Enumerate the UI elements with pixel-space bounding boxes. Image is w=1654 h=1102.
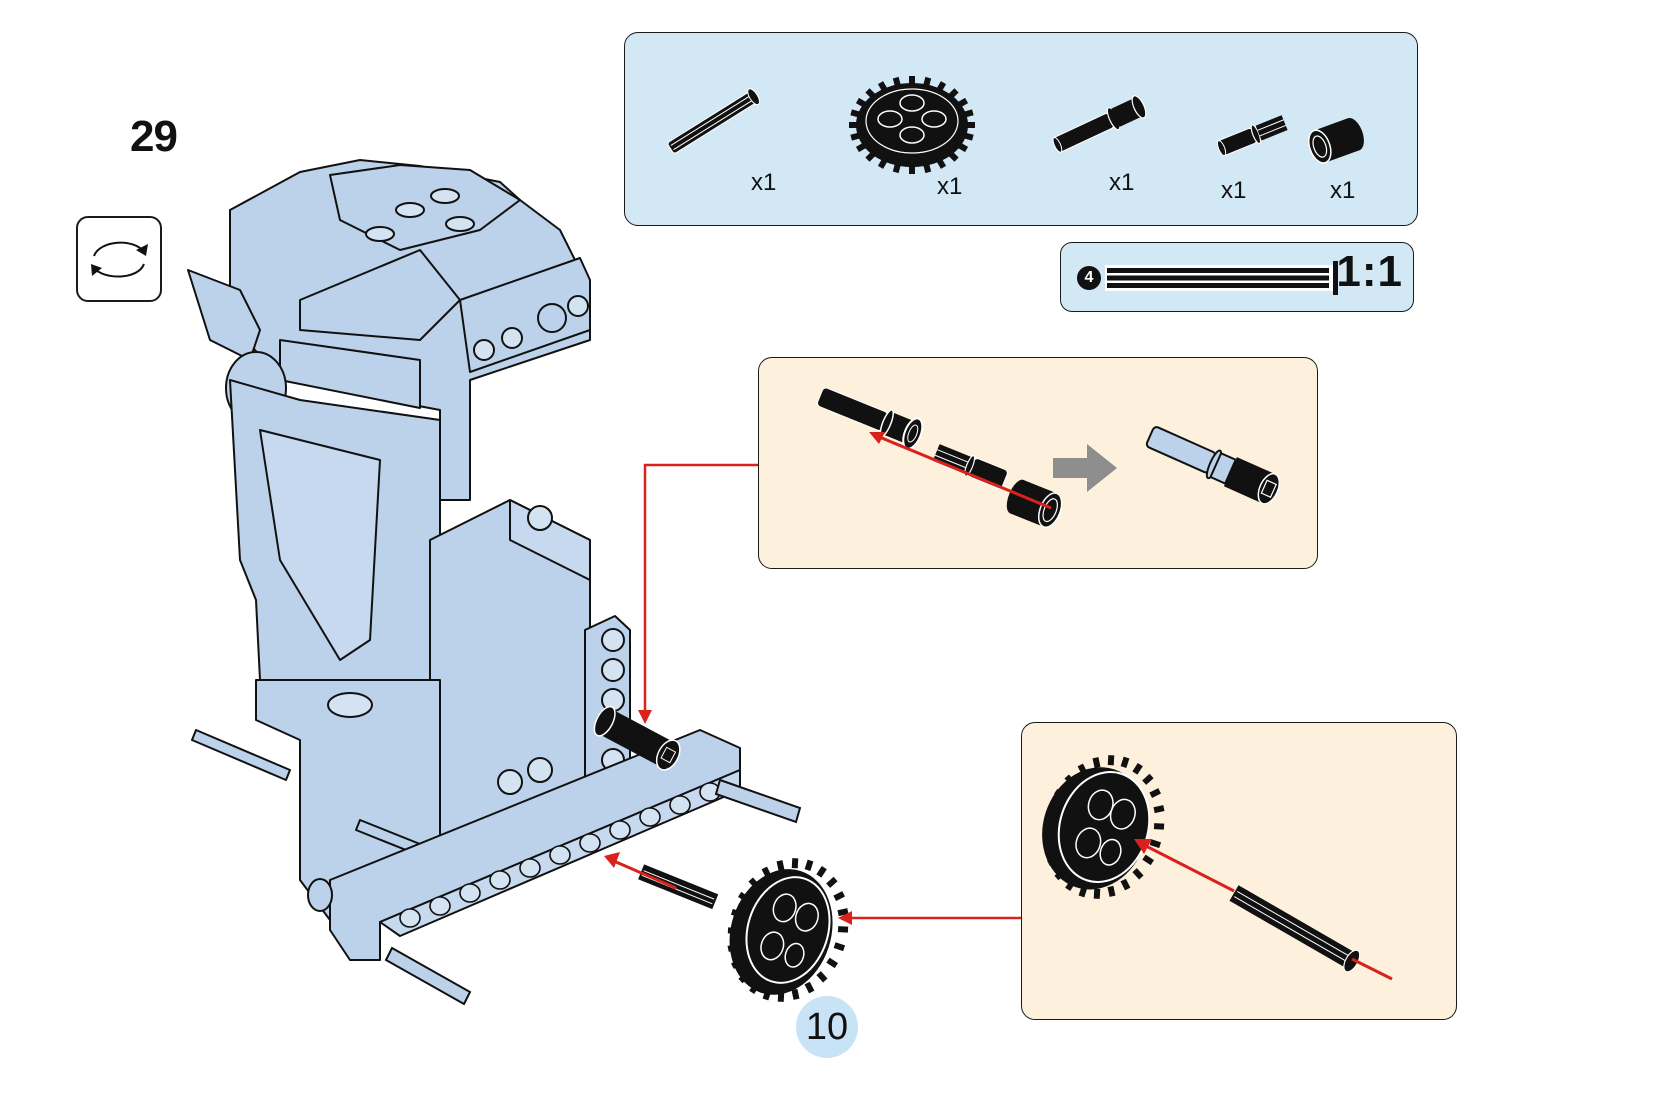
axle-icon — [1229, 885, 1361, 973]
rotate-model-icon — [76, 216, 162, 302]
assembled-pin-icon — [1145, 426, 1281, 505]
part-quantity: x1 — [751, 169, 777, 196]
part-quantity: x1 — [1109, 169, 1135, 196]
axle-icon — [667, 88, 760, 154]
part-quantity: x1 — [1221, 177, 1247, 204]
parts-list-panel: x1 x1 x1 — [624, 32, 1418, 226]
part-quantity: x1 — [937, 173, 963, 200]
result-arrow-icon — [1053, 444, 1117, 492]
page-number-badge: 10 — [796, 996, 858, 1058]
gear-axle-assembly-icon — [1042, 755, 1393, 981]
insert-arrow-icon — [869, 432, 1052, 510]
axle-scale-icon — [1105, 261, 1338, 295]
axle-pin-icon — [932, 444, 1008, 489]
gear-24-tooth-icon — [727, 858, 849, 1002]
long-pin-icon — [1052, 95, 1147, 153]
insert-arrow-gear — [615, 860, 677, 890]
axle-length-badge: 4 — [1077, 266, 1101, 290]
subassembly-panel-gear — [1021, 722, 1457, 1020]
axle-pin-icon — [1216, 115, 1288, 157]
bushing-icon — [1006, 479, 1063, 528]
length-scale-panel: 4 1:1 — [1060, 242, 1414, 312]
subassembly-panel-pin — [758, 357, 1318, 569]
axle-icon — [638, 864, 719, 910]
connector-arrow-pin — [643, 463, 758, 712]
scale-label: 1:1 — [1336, 247, 1403, 296]
step-number: 29 — [130, 112, 178, 161]
part-quantity: x1 — [1330, 177, 1356, 204]
gear-24-tooth-icon — [1042, 755, 1165, 899]
bushing-icon — [1308, 117, 1364, 164]
gear-24-tooth-icon — [849, 76, 975, 174]
gear-teeth — [727, 858, 849, 1002]
